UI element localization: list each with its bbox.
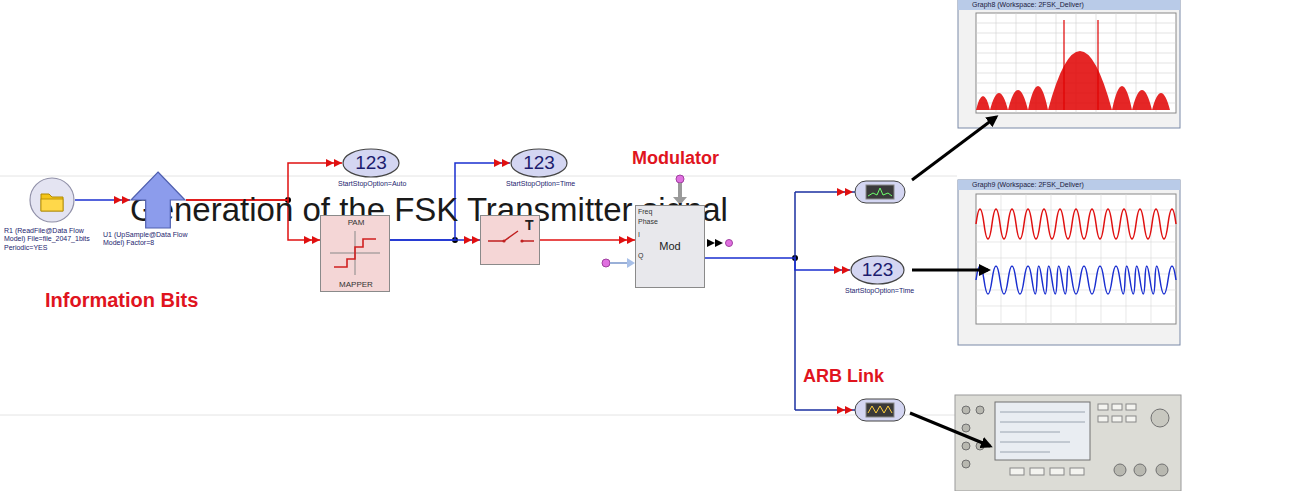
arrowhead: [834, 266, 842, 274]
section-label: ARB Link: [803, 366, 884, 388]
arrowhead: [122, 196, 130, 204]
arrowhead: [334, 159, 342, 167]
port-dot: [602, 259, 610, 267]
port-name: I: [638, 231, 640, 239]
block-label: U1 (UpSample@Data Flow Model) Factor=8: [103, 231, 209, 248]
port-arrow: [627, 258, 635, 268]
signal-generator-photo: [955, 395, 1181, 491]
block-label: MAPPER: [321, 280, 391, 290]
arrowhead: [326, 159, 334, 167]
node-outline: [131, 172, 185, 228]
modulator-block: Mod: [635, 205, 705, 288]
port-name: Q: [638, 252, 643, 260]
numeric-sink: 123StartStopOption=Time: [850, 255, 905, 285]
spectrum-sink: [855, 181, 905, 203]
block-label: StartStopOption=Time: [845, 287, 937, 295]
arrowhead: [312, 236, 320, 244]
pointer-arrow: [912, 117, 996, 180]
sink-icon: [866, 403, 894, 417]
arrowhead: [627, 236, 635, 244]
wire: [794, 192, 796, 410]
arb-sink: [855, 399, 905, 421]
arrowhead: [464, 236, 472, 244]
spectrum-screenshot: [958, 0, 1180, 128]
node-outline: [30, 178, 74, 222]
folder-icon: [41, 199, 63, 211]
numeric-sink: 123StartStopOption=Time: [510, 148, 568, 178]
mapper-symbol: [330, 231, 380, 275]
block-label: Mod: [659, 240, 680, 253]
block-label: T: [525, 217, 534, 234]
divider-line: [0, 176, 957, 177]
port-arrow: [715, 239, 723, 247]
time-screenshot: [958, 180, 1180, 345]
arrowhead: [502, 159, 510, 167]
node-outline: [511, 149, 567, 177]
switch-symbol: [502, 239, 505, 242]
arrowhead: [619, 236, 627, 244]
arrowhead: [842, 266, 850, 274]
switch-symbol: [520, 239, 523, 242]
port-arrow: [837, 188, 845, 196]
arrowhead: [494, 159, 502, 167]
file-reader-block-outline: [29, 177, 75, 223]
connector: [705, 258, 850, 270]
sink-value: 123: [862, 259, 894, 282]
numeric-sink: 123StartStopOption=Auto: [342, 148, 400, 178]
section-label: Modulator: [632, 148, 719, 170]
sink-value: 123: [523, 152, 555, 175]
sink-icon: [866, 185, 894, 199]
block-label: R1 (ReadFile@Data Flow Model) File=file_…: [4, 227, 96, 252]
divider-line: [0, 415, 957, 416]
file-reader-block: R1 (ReadFile@Data Flow Model) File=file_…: [29, 177, 75, 223]
window-title: Graph9 (Workspace: 2FSK_Deliver): [972, 181, 1084, 189]
port-arrow: [845, 188, 853, 196]
pointer-arrow: [910, 413, 990, 446]
pam-mapper-block: PAM MAPPER: [320, 215, 390, 292]
block-label: PAM: [321, 218, 391, 228]
port-dot: [726, 240, 733, 247]
arrowhead: [114, 196, 122, 204]
mapper-symbol: [334, 239, 376, 267]
node-outline: [343, 149, 399, 177]
port-name: Phase: [638, 218, 658, 226]
block-label: StartStopOption=Auto: [338, 180, 430, 188]
upsample-block: U1 (UpSample@Data Flow Model) Factor=8: [130, 171, 186, 229]
sink-icon: [868, 406, 892, 413]
port-arrow: [707, 239, 715, 247]
block-label: StartStopOption=Time: [506, 180, 598, 188]
arrowhead: [304, 236, 312, 244]
arrowhead: [472, 236, 480, 244]
sink-icon: [868, 188, 892, 196]
port-arrow: [845, 406, 853, 414]
pointer-arrow: [912, 269, 988, 272]
port-name: Freq: [638, 208, 652, 216]
port-wire: [610, 262, 627, 264]
sink-value: 123: [355, 152, 387, 175]
window-title: Graph8 (Workspace: 2FSK_Deliver): [972, 1, 1084, 9]
folder-icon: [41, 194, 63, 211]
node-outline: [851, 256, 904, 284]
port-dot: [676, 175, 684, 183]
port-arrow: [837, 406, 845, 414]
upsample-block-outline: [130, 171, 186, 229]
section-label: Information Bits: [45, 288, 198, 312]
sampler-block: T: [480, 215, 540, 265]
